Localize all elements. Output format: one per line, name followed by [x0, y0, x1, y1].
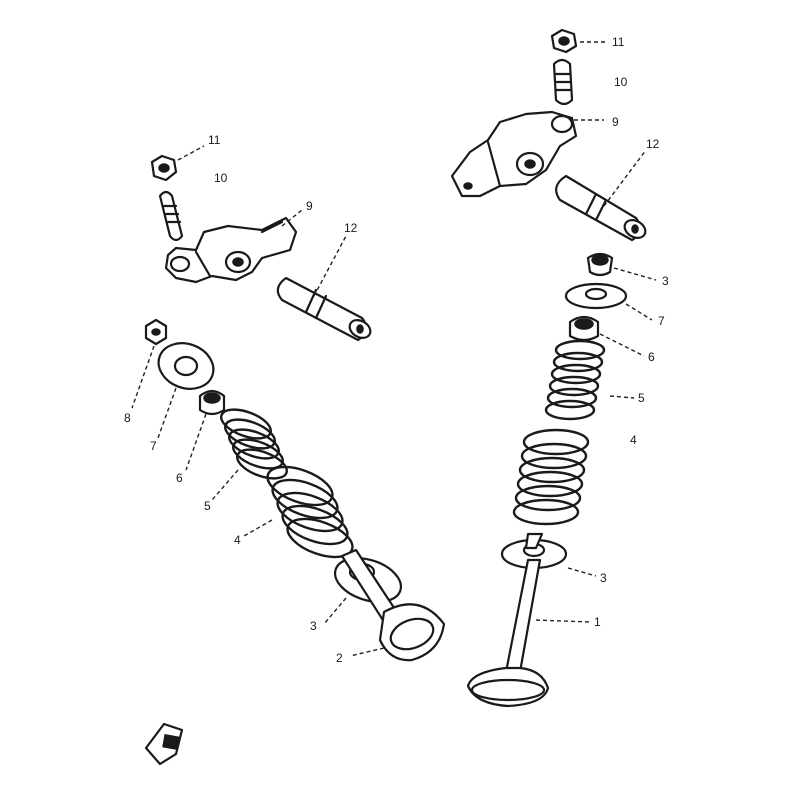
callout-right-10: 10	[614, 75, 628, 89]
left-valve-cotter	[144, 318, 168, 346]
callout-labels: 11 10 9 12 8 7 6 5 4 3 2 11 10 9 12 3 7 …	[124, 35, 669, 665]
callout-left-12: 12	[344, 221, 358, 235]
callout-right-7: 7	[658, 314, 665, 328]
publisher-logo-mark	[144, 722, 184, 766]
left-lock-nut	[150, 154, 178, 182]
callout-left-7: 7	[150, 439, 157, 453]
leader-lines	[131, 41, 657, 657]
callout-right-3-bottom: 3	[600, 571, 607, 585]
callout-left-11: 11	[208, 133, 221, 147]
callout-right-4: 4	[630, 433, 637, 447]
right-spring-retainer	[564, 282, 628, 310]
right-rocker-shaft	[555, 174, 647, 242]
callout-right-3-top: 3	[662, 274, 669, 288]
callout-left-4: 4	[234, 533, 241, 547]
callout-left-10: 10	[214, 171, 228, 185]
right-adjusting-screw	[552, 58, 574, 106]
left-rocker-shaft	[276, 276, 372, 342]
left-inner-valve-spring	[220, 408, 288, 480]
left-valve	[340, 548, 446, 662]
right-valve-cotter	[586, 252, 614, 277]
callout-right-12: 12	[646, 137, 660, 151]
callout-left-9: 9	[306, 199, 313, 213]
callout-right-6: 6	[648, 350, 655, 364]
callout-left-3: 3	[310, 619, 317, 633]
callout-right-11: 11	[612, 35, 625, 49]
left-valve-stem-seal	[198, 389, 226, 416]
right-lock-nut	[550, 28, 578, 54]
callout-right-9: 9	[612, 115, 619, 129]
right-rocker-arm	[450, 110, 578, 198]
callout-right-1: 1	[594, 615, 601, 629]
callout-left-2: 2	[336, 651, 343, 665]
right-outer-valve-spring	[512, 428, 590, 526]
right-valve	[466, 532, 550, 708]
callout-right-5: 5	[638, 391, 645, 405]
right-valve-stem-seal	[568, 315, 600, 342]
left-adjusting-screw	[158, 190, 184, 242]
right-inner-valve-spring	[544, 339, 606, 421]
left-spring-retainer	[157, 342, 215, 390]
left-outer-valve-spring	[266, 465, 354, 559]
left-rocker-arm	[164, 216, 298, 284]
callout-left-5: 5	[204, 499, 211, 513]
callout-left-6: 6	[176, 471, 183, 485]
callout-left-8: 8	[124, 411, 131, 425]
